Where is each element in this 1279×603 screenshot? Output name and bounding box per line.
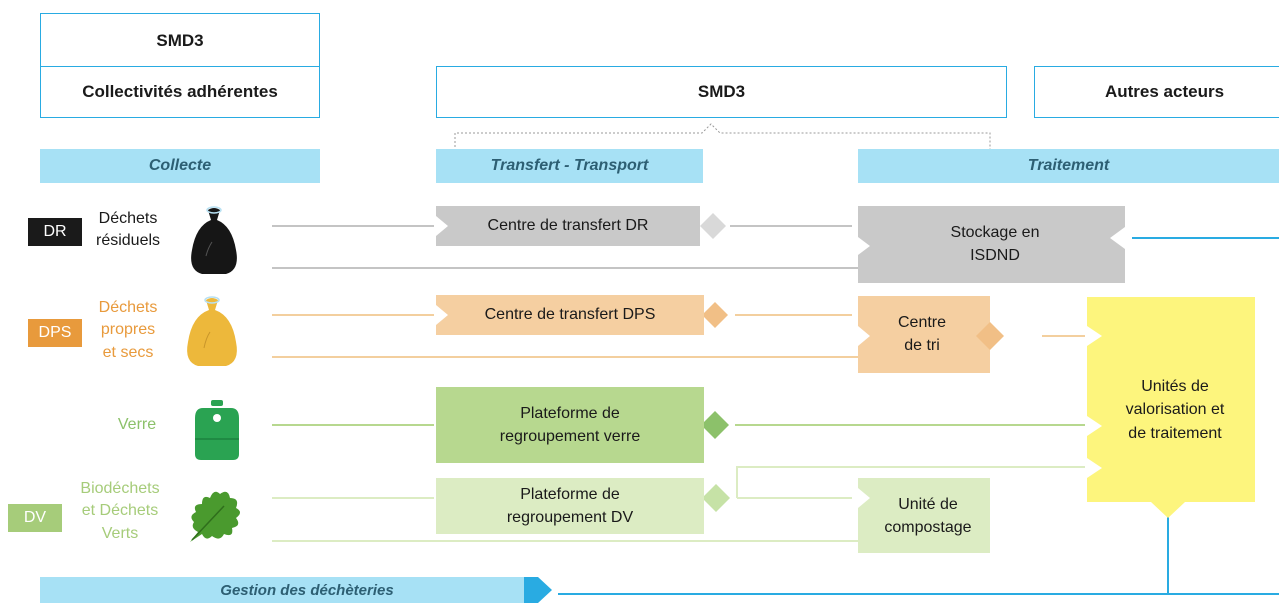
stage-transfert: Transfert - Transport (436, 149, 703, 183)
transfert-dr-label: Centre de transfert DR (487, 217, 649, 235)
plateforme-verre-box: Plateforme de regroupement verre (436, 387, 704, 463)
tri-diamond (976, 322, 1004, 350)
tri-line2: de tri (904, 337, 940, 354)
smd3-top-label: SMD3 (156, 30, 204, 50)
verre-diamond (701, 411, 729, 439)
valorisation-text: Unités de valorisation et de traitement (1100, 360, 1250, 460)
dv-tag-label: DV (23, 509, 47, 526)
autres-acteurs-label: Autres acteurs (1104, 82, 1225, 101)
stage-traitement: Traitement (858, 149, 1279, 183)
transfert-dps-label: Centre de transfert DPS (484, 306, 656, 324)
stockage-isdnd-shape (858, 206, 1125, 283)
valo-line3: de traitement (1128, 424, 1222, 442)
stage-collecte-label: Collecte (148, 157, 212, 174)
transfert-dps-box: Centre de transfert DPS (436, 295, 704, 335)
dv-label: Biodéchets et Déchets Verts (66, 478, 174, 545)
collectivites-box: Collectivités adhérentes (40, 66, 320, 118)
compostage-shape (858, 478, 990, 553)
centre-tri-text: Centre de tri (866, 298, 978, 370)
dv-label-line2: et Déchets (81, 502, 159, 520)
dps-label-line1: Déchets (98, 299, 158, 316)
dps-diamond (702, 302, 728, 328)
oak-leaf-icon (190, 491, 240, 542)
dps-label-line2: propres (100, 321, 156, 339)
stockage-line1: Stockage en (950, 223, 1040, 241)
compost-line1: Unité de (898, 495, 958, 513)
autres-acteurs-box: Autres acteurs (1034, 66, 1279, 118)
decheteries-label: Gestion des déchèteries (220, 581, 394, 599)
plateforme-dv-box: Plateforme de regroupement DV (436, 478, 704, 534)
valo-line1: Unités de (1141, 378, 1209, 396)
valo-line2: valorisation et (1125, 401, 1225, 419)
dr-label: Déchets résiduels (82, 208, 174, 253)
black-trash-bag-icon (191, 206, 237, 274)
dr-label-line1: Déchets (98, 210, 158, 227)
dv-tag: DV (8, 504, 62, 532)
transfert-dr-box: Centre de transfert DR (436, 206, 700, 246)
dr-tag-label: DR (43, 223, 67, 240)
dv-label-line3: Verts (101, 524, 139, 542)
decheteries-bar: Gestion des déchèteries (40, 577, 524, 603)
stage-collecte: Collecte (40, 149, 320, 183)
smd3-top-box: SMD3 (40, 13, 320, 68)
centre-tri-shape (858, 296, 990, 373)
verre-box-line2: regroupement verre (499, 428, 641, 445)
dps-label-line3: et secs (102, 343, 154, 361)
smd3-bracket (454, 123, 991, 151)
stage-traitement-label: Traitement (1027, 157, 1110, 174)
dv-label-line1: Biodéchets (80, 480, 160, 497)
dv-box-line1: Plateforme de (520, 485, 620, 503)
tri-line1: Centre (897, 313, 947, 331)
compostage-text: Unité de compostage (866, 480, 990, 552)
decheteries-diamond (522, 577, 552, 603)
compost-line2: compostage (884, 519, 972, 536)
smd3-center-box: SMD3 (436, 66, 1007, 118)
collectivites-label: Collectivités adhérentes (82, 82, 278, 101)
dps-tag: DPS (28, 319, 82, 347)
dv-box-line2: regroupement DV (506, 509, 634, 526)
dr-label-line2: résiduels (95, 232, 161, 250)
stockage-line2: ISDND (970, 247, 1020, 264)
dps-label: Déchets propres et secs (82, 297, 174, 364)
yellow-trash-bag-icon (187, 296, 237, 366)
verre-label: Verre (100, 414, 174, 436)
stage-transfert-label: Transfert - Transport (490, 157, 649, 174)
dv-diamond (702, 484, 730, 512)
dr-diamond (700, 213, 726, 239)
valorisation-shape (1087, 297, 1255, 518)
dv-to-valo-line (736, 466, 1085, 498)
dps-tag-label: DPS (38, 324, 72, 341)
green-glass-container-icon (195, 400, 239, 460)
smd3-center-label: SMD3 (697, 82, 746, 101)
dr-tag: DR (28, 218, 82, 246)
verre-label-text: Verre (117, 416, 157, 433)
verre-box-line1: Plateforme de (520, 404, 620, 422)
stockage-isdnd-text: Stockage en ISDND (870, 208, 1120, 280)
